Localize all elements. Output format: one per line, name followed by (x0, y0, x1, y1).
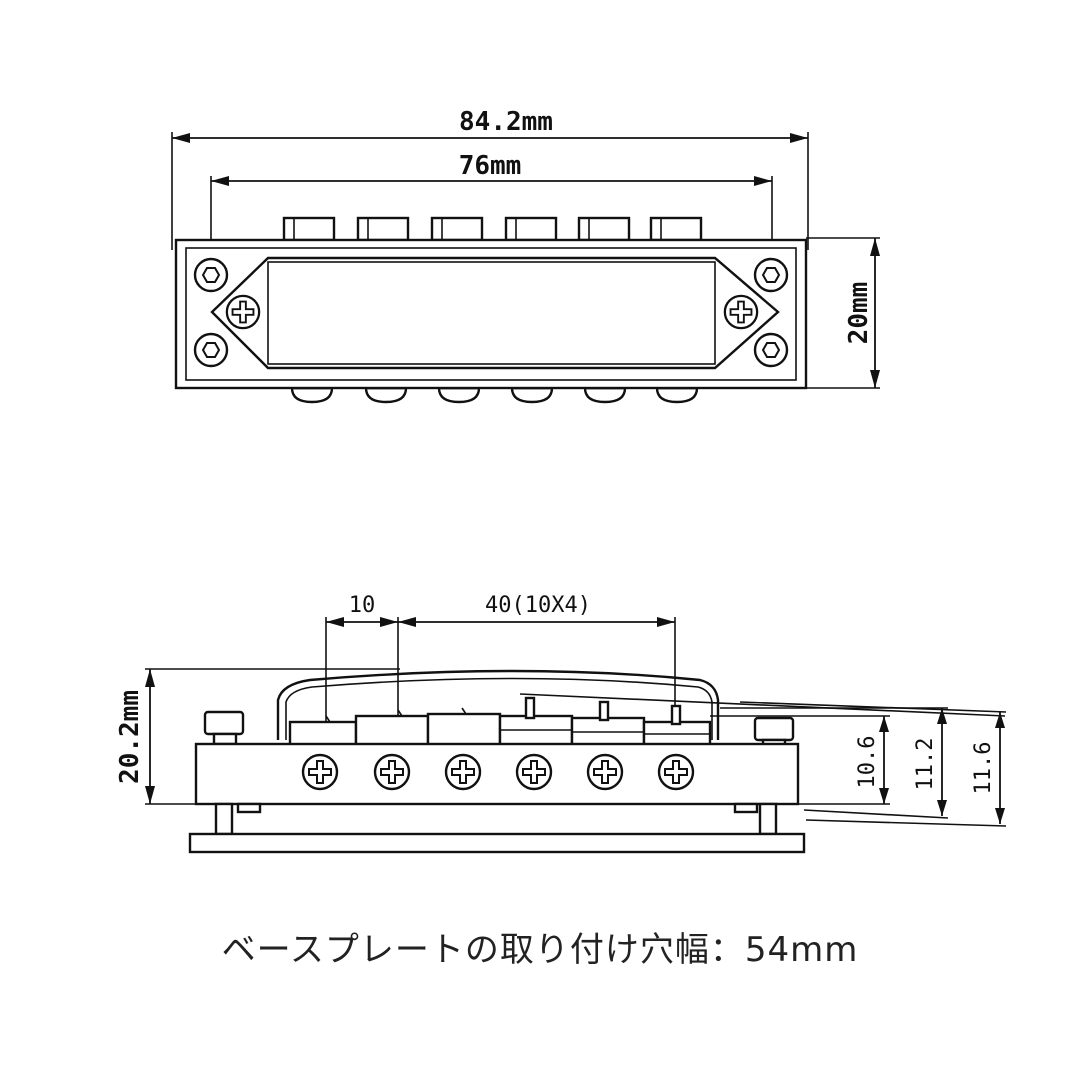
post-bolt-icon (753, 257, 789, 293)
post-bolt-icon (753, 332, 789, 368)
phillips-screw-icon (301, 753, 339, 791)
bridge-body-side (194, 742, 800, 806)
dimension-overall-length: 84.2mm (171, 107, 809, 250)
phillips-screw-icon (657, 753, 695, 791)
phillips-screw-icon (723, 294, 759, 330)
overall-height-label: 20.2mm (115, 690, 145, 784)
phillips-screw-icon (373, 753, 411, 791)
saddle-spacing-label: 40(10X4) (485, 593, 591, 618)
base-plate-hole-caption: ベースプレートの取り付け穴幅：54mm (221, 930, 859, 970)
phillips-screw-icon (515, 753, 553, 791)
string-line (519, 693, 1006, 717)
phillips-screw-icon (586, 753, 624, 791)
top-view: 84.2mm 76mm (171, 107, 880, 404)
saddle-height-label-3: 11.6 (971, 742, 996, 795)
saddle-height-label-1: 10.6 (855, 736, 880, 789)
side-view: 10 40(10X4) 20.2mm (115, 593, 1007, 854)
string-retainer (276, 669, 720, 740)
phillips-screw-icon (225, 294, 261, 330)
post-spacing-label: 76mm (459, 151, 522, 181)
top-saddle-bolts (282, 216, 703, 242)
phillips-screw-icon (444, 753, 482, 791)
dimension-saddle-heights: 10.6 11.2 11.6 (710, 701, 1007, 827)
dimension-post-spacing: 76mm (210, 151, 773, 260)
end-posts (203, 710, 795, 750)
dimension-depth: 20mm (806, 237, 880, 389)
bridge-body-top (174, 238, 808, 390)
dimension-saddle-spacing: 10 40(10X4) (325, 593, 676, 722)
string-retainer-inner (285, 677, 713, 740)
base-plate-assembly (188, 802, 806, 854)
overall-length-label: 84.2mm (459, 107, 553, 137)
first-spacing-label: 10 (349, 593, 376, 618)
depth-label: 20mm (844, 282, 874, 345)
post-bolt-icon (193, 257, 229, 293)
saddle-height-label-2: 11.2 (913, 738, 938, 791)
post-bolt-icon (193, 332, 229, 368)
dimension-overall-height: 20.2mm (115, 668, 400, 805)
saddles (288, 696, 712, 748)
